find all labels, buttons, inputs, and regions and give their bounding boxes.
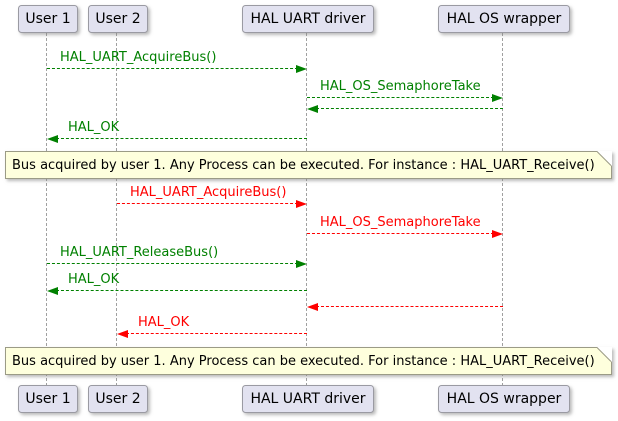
participant-box-top-user1: User 1	[18, 5, 78, 33]
note: Bus acquired by user 1. Any Process can …	[5, 151, 612, 179]
participant-label: User 1	[25, 11, 71, 27]
message-arrow-line	[307, 97, 494, 98]
message-arrowhead-icon	[47, 134, 58, 143]
participant-label: User 1	[25, 391, 71, 407]
participant-box-top-uart: HAL UART driver	[242, 5, 374, 33]
participant-box-bottom-os: HAL OS wrapper	[438, 385, 570, 413]
message-arrowhead-icon	[296, 259, 307, 268]
message-arrowhead-icon	[307, 302, 318, 311]
lifeline-uart	[306, 33, 307, 386]
message-arrow-line	[307, 233, 494, 234]
participant-label: User 2	[95, 391, 141, 407]
message-arrow-line	[47, 68, 298, 69]
message-label: HAL_OS_SemaphoreTake	[320, 215, 481, 230]
message-label: HAL_UART_ReleaseBus()	[60, 245, 219, 260]
message-label: HAL_OS_SemaphoreTake	[320, 79, 481, 94]
note-text: Bus acquired by user 1. Any Process can …	[12, 353, 595, 369]
message-label: HAL_OK	[68, 120, 120, 135]
note-fold-icon	[597, 347, 612, 362]
note-text: Bus acquired by user 1. Any Process can …	[12, 157, 595, 173]
lifeline-user2	[116, 33, 117, 386]
lifeline-user1	[46, 33, 47, 386]
message-arrowhead-icon	[307, 104, 318, 113]
participant-label: HAL OS wrapper	[446, 11, 562, 27]
lifeline-os	[502, 33, 503, 386]
message-arrow-line	[316, 306, 503, 307]
message-arrow-line	[56, 138, 307, 139]
message-arrowhead-icon	[296, 64, 307, 73]
message-arrowhead-icon	[492, 229, 503, 238]
participant-box-bottom-uart: HAL UART driver	[242, 385, 374, 413]
participant-box-top-user2: User 2	[88, 5, 148, 33]
participant-box-top-os: HAL OS wrapper	[438, 5, 570, 33]
message-arrowhead-icon	[296, 199, 307, 208]
note-fold-icon	[597, 151, 612, 166]
message-arrow-line	[126, 333, 307, 334]
message-label: HAL_UART_AcquireBus()	[60, 50, 217, 65]
note: Bus acquired by user 1. Any Process can …	[5, 347, 612, 375]
message-arrowhead-icon	[492, 93, 503, 102]
message-label: HAL_UART_AcquireBus()	[130, 185, 287, 200]
participant-box-bottom-user2: User 2	[88, 385, 148, 413]
participant-label: HAL OS wrapper	[446, 391, 562, 407]
participant-label: HAL UART driver	[250, 11, 366, 27]
message-arrow-line	[47, 263, 298, 264]
message-label: HAL_OK	[138, 315, 190, 330]
message-arrow-line	[316, 108, 503, 109]
participant-label: HAL UART driver	[250, 391, 366, 407]
message-arrow-line	[117, 203, 298, 204]
message-arrow-line	[56, 290, 307, 291]
message-label: HAL_OK	[68, 272, 120, 287]
message-arrowhead-icon	[117, 329, 128, 338]
participant-box-bottom-user1: User 1	[18, 385, 78, 413]
message-arrowhead-icon	[47, 286, 58, 295]
participant-label: User 2	[95, 11, 141, 27]
